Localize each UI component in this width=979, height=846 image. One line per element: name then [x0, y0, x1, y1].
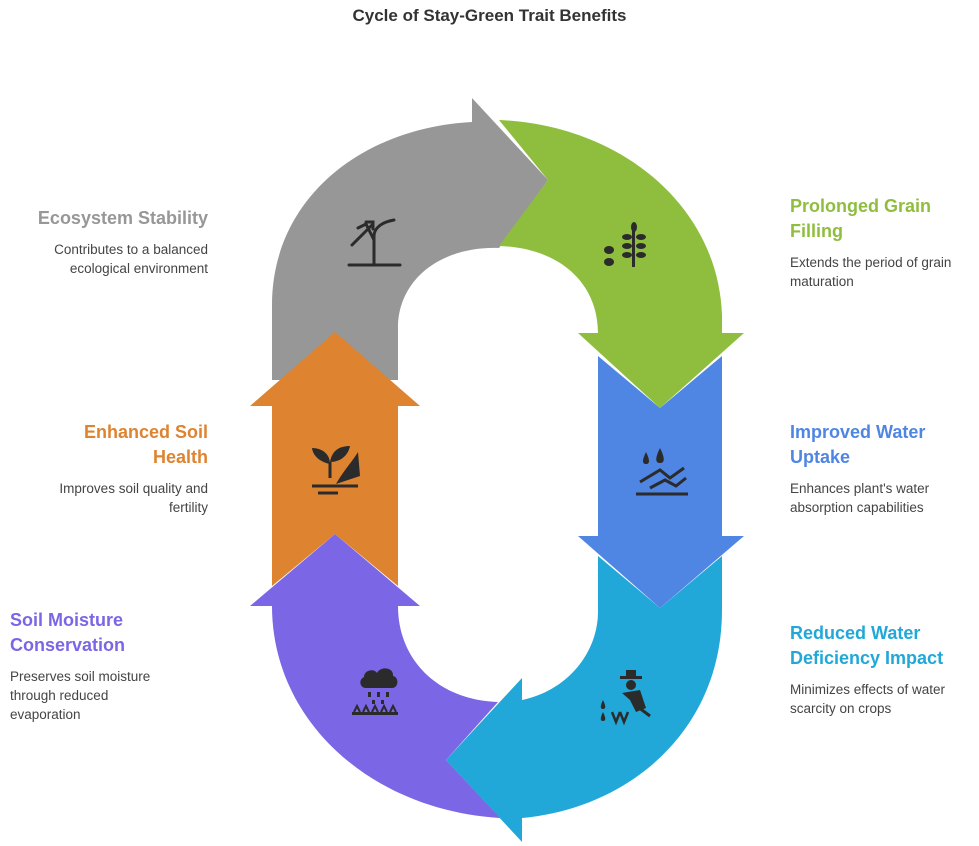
segment-ecosystem [272, 98, 548, 380]
step-deficiency: Reduced Water Deficiency Impact Minimize… [790, 621, 979, 718]
sprout-soil-icon [312, 446, 360, 495]
rain-cloud-icon [352, 668, 398, 715]
step-deficiency-title: Reduced Water Deficiency Impact [790, 623, 944, 668]
water-uptake-icon [636, 448, 688, 496]
step-moisture: Soil Moisture Conservation Preserves soi… [10, 608, 210, 724]
step-moisture-desc: Preserves soil moisture through reduced … [10, 669, 151, 722]
step-water: Improved Water Uptake Enhances plant's w… [790, 420, 979, 517]
segment-grain [499, 120, 744, 408]
step-ecosystem-title: Ecosystem Stability [37, 208, 208, 228]
step-ecosystem: Ecosystem Stability Contributes to a bal… [8, 206, 208, 278]
step-ecosystem-desc: Contributes to a balanced ecological env… [54, 242, 208, 276]
step-grain: Prolonged Grain Filling Extends the peri… [790, 194, 979, 291]
diagram-title: Cycle of Stay-Green Trait Benefits [352, 6, 627, 25]
step-soil-desc: Improves soil quality and fertility [59, 481, 208, 515]
step-water-title: Improved Water Uptake [790, 422, 926, 467]
step-soil: Enhanced Soil Health Improves soil quali… [8, 420, 208, 517]
plant-growth-icon [347, 218, 402, 267]
step-deficiency-desc: Minimizes effects of water scarcity on c… [790, 682, 946, 716]
step-grain-desc: Extends the period of grain maturation [790, 255, 952, 289]
step-moisture-title: Soil Moisture Conservation [10, 610, 126, 655]
segment-deficiency [446, 556, 722, 842]
step-water-desc: Enhances plant's water absorption capabi… [790, 481, 930, 515]
wheat-icon [604, 222, 646, 267]
step-soil-title: Enhanced Soil Health [83, 422, 208, 467]
farmer-icon [600, 670, 651, 726]
step-grain-title: Prolonged Grain Filling [790, 196, 932, 241]
